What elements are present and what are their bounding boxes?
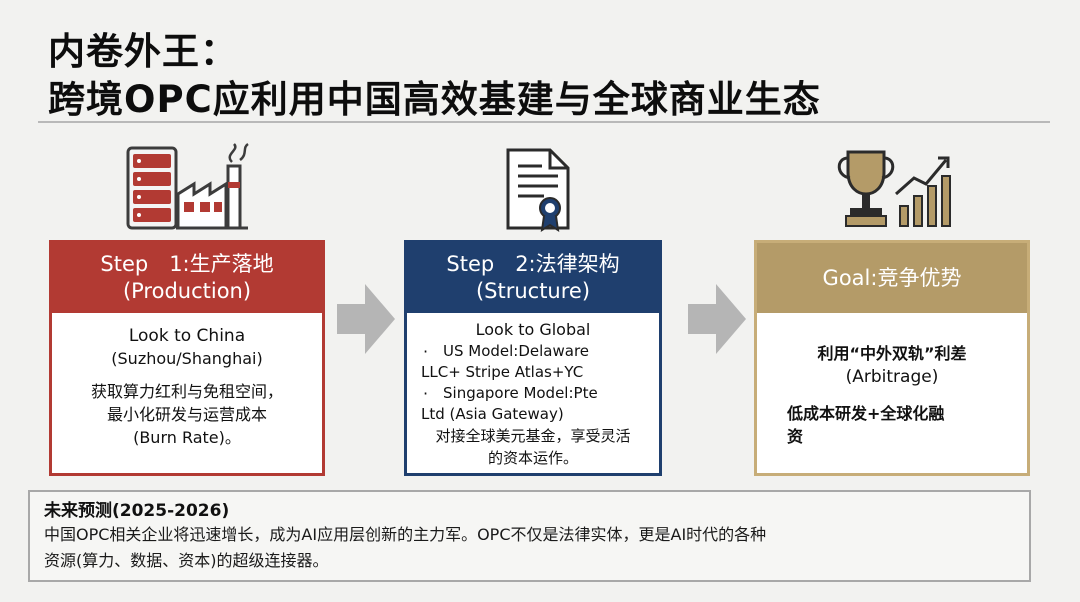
step2-body: Look to Global · US Model:Delaware LLC+ …: [407, 316, 659, 473]
step1-desc-3: (Burn Rate)。: [133, 428, 241, 447]
forecast-line-1: 中国OPC相关企业将迅速增长，成为AI应用层创新的主力军。OPC不仅是法律实体，…: [44, 525, 767, 544]
forecast-box: 未来预测(2025-2026) 中国OPC相关企业将迅速增长，成为AI应用层创新…: [28, 490, 1031, 582]
goal-card: Goal:竞争优势 利用“中外双轨”利差 (Arbitrage) 低成本研发+全…: [754, 240, 1030, 476]
step1-cities: (Suzhou/Shanghai): [111, 349, 263, 368]
step2-bullet-2: · Singapore Model:Pte Ltd (Asia Gateway): [407, 383, 659, 425]
step2-card: Step 2:法律架构 (Structure) Look to Global ·…: [404, 240, 662, 476]
goal-line-2: (Arbitrage): [845, 367, 939, 387]
step1-header: Step 1:生产落地 (Production): [52, 243, 322, 313]
goal-heading: Goal:竞争优势: [822, 265, 962, 290]
step2-desc-1: 对接全球美元基金，享受灵活: [435, 427, 631, 445]
arrow-right-icon: [688, 284, 746, 354]
goal-header: Goal:竞争优势: [757, 243, 1027, 313]
step1-card: Step 1:生产落地 (Production) Look to China (…: [49, 240, 325, 476]
step2-look: Look to Global: [475, 320, 591, 339]
forecast-title: 未来预测(2025-2026): [44, 501, 230, 521]
step1-desc-1: 获取算力红利与免租空间，: [90, 382, 283, 401]
step2-bullet-1: · US Model:Delaware LLC+ Stripe Atlas+YC: [407, 341, 659, 383]
step1-desc-2: 最小化研发与运营成本: [106, 405, 267, 424]
step1-subheading: (Production): [122, 279, 252, 303]
bullet-dot: ·: [423, 384, 429, 403]
bullet-dot: ·: [423, 342, 429, 361]
forecast-line-2: 资源(算力、数据、资本)的超级连接器。: [44, 551, 329, 570]
page-title: 内卷外王： 跨境OPC应利用中国高效基建与全球商业生态: [48, 28, 821, 124]
goal-line-4: 资: [787, 427, 804, 446]
factory-server-icon: [126, 142, 249, 230]
step2-bullet-1-line-2: LLC+ Stripe Atlas+YC: [421, 363, 584, 381]
title-divider: [38, 121, 1050, 123]
title-line-1: 内卷外王：: [48, 30, 238, 73]
step2-bullet-2-line-2: Ltd (Asia Gateway): [421, 405, 564, 423]
goal-body: 利用“中外双轨”利差 (Arbitrage) 低成本研发+全球化融 资: [757, 316, 1027, 473]
step1-look: Look to China: [128, 326, 246, 346]
step2-heading: Step 2:法律架构: [446, 252, 620, 276]
step2-bullet-1-line-1: US Model:Delaware: [443, 342, 590, 360]
certificate-document-icon: [506, 148, 570, 232]
step1-heading: Step 1:生产落地: [100, 252, 274, 276]
step2-subheading: (Structure): [475, 279, 591, 303]
arrow-right-icon: [337, 284, 395, 354]
step1-body: Look to China (Suzhou/Shanghai) 获取算力红利与免…: [52, 316, 322, 473]
step2-header: Step 2:法律架构 (Structure): [407, 243, 659, 313]
goal-line-3: 低成本研发+全球化融: [787, 404, 945, 423]
trophy-growth-icon: [837, 150, 951, 227]
title-line-2: 跨境OPC应利用中国高效基建与全球商业生态: [48, 78, 821, 121]
step2-bullet-2-line-1: Singapore Model:Pte: [443, 384, 598, 402]
step2-desc-2: 的资本运作。: [487, 449, 578, 467]
goal-line-1: 利用“中外双轨”利差: [817, 344, 967, 363]
